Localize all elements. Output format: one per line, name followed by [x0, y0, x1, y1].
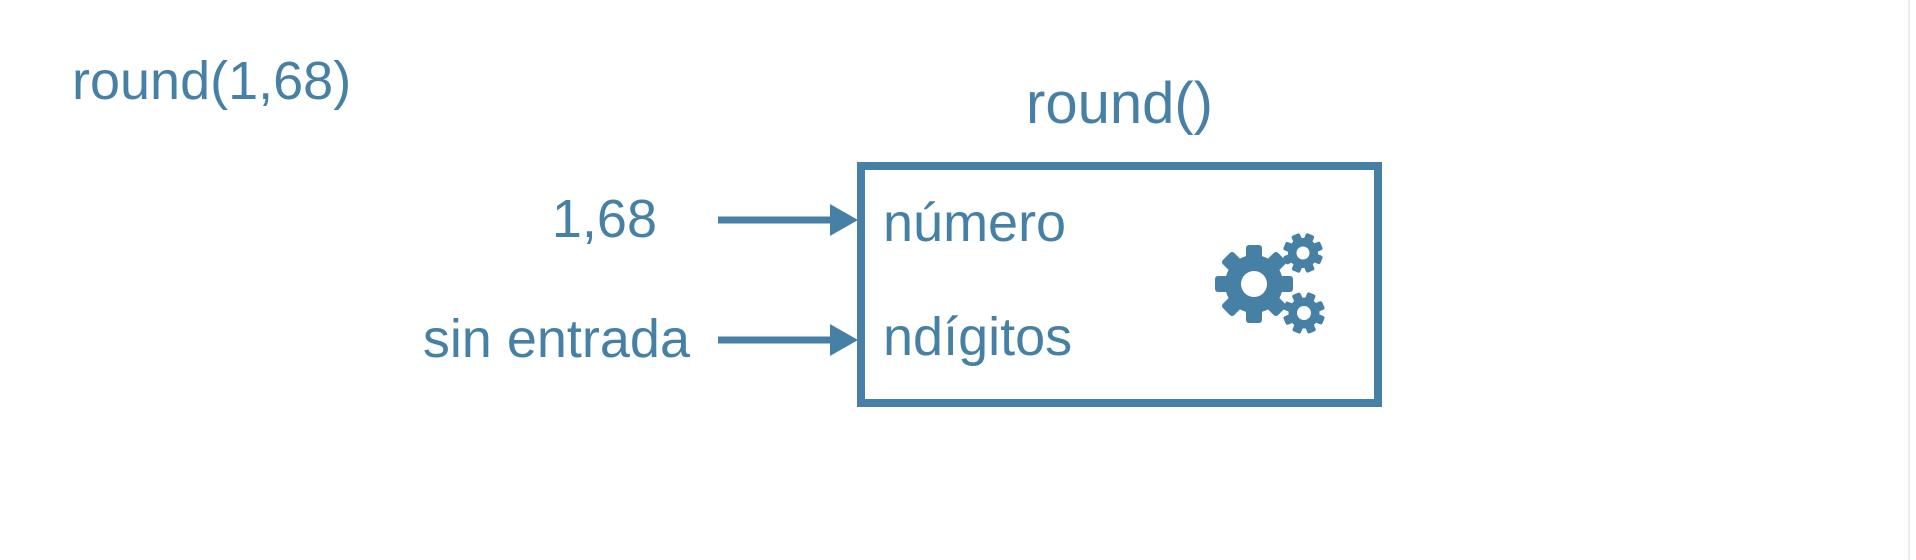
slide-right-edge-line	[1908, 0, 1910, 560]
parameter-label-numero: número	[883, 193, 1067, 253]
arrow-right-icon	[718, 324, 858, 356]
input-value-numero: 1,68	[551, 189, 657, 249]
parameter-label-ndigitos: ndígitos	[883, 307, 1073, 367]
arrow-right-icon	[718, 204, 858, 236]
gears-icon	[1215, 233, 1325, 334]
expression-label: round(1,68)	[72, 51, 352, 111]
function-box: número ndígitos	[857, 162, 1382, 407]
function-title: round()	[1026, 71, 1213, 136]
input-value-ndigitos: sin entrada	[422, 309, 690, 369]
